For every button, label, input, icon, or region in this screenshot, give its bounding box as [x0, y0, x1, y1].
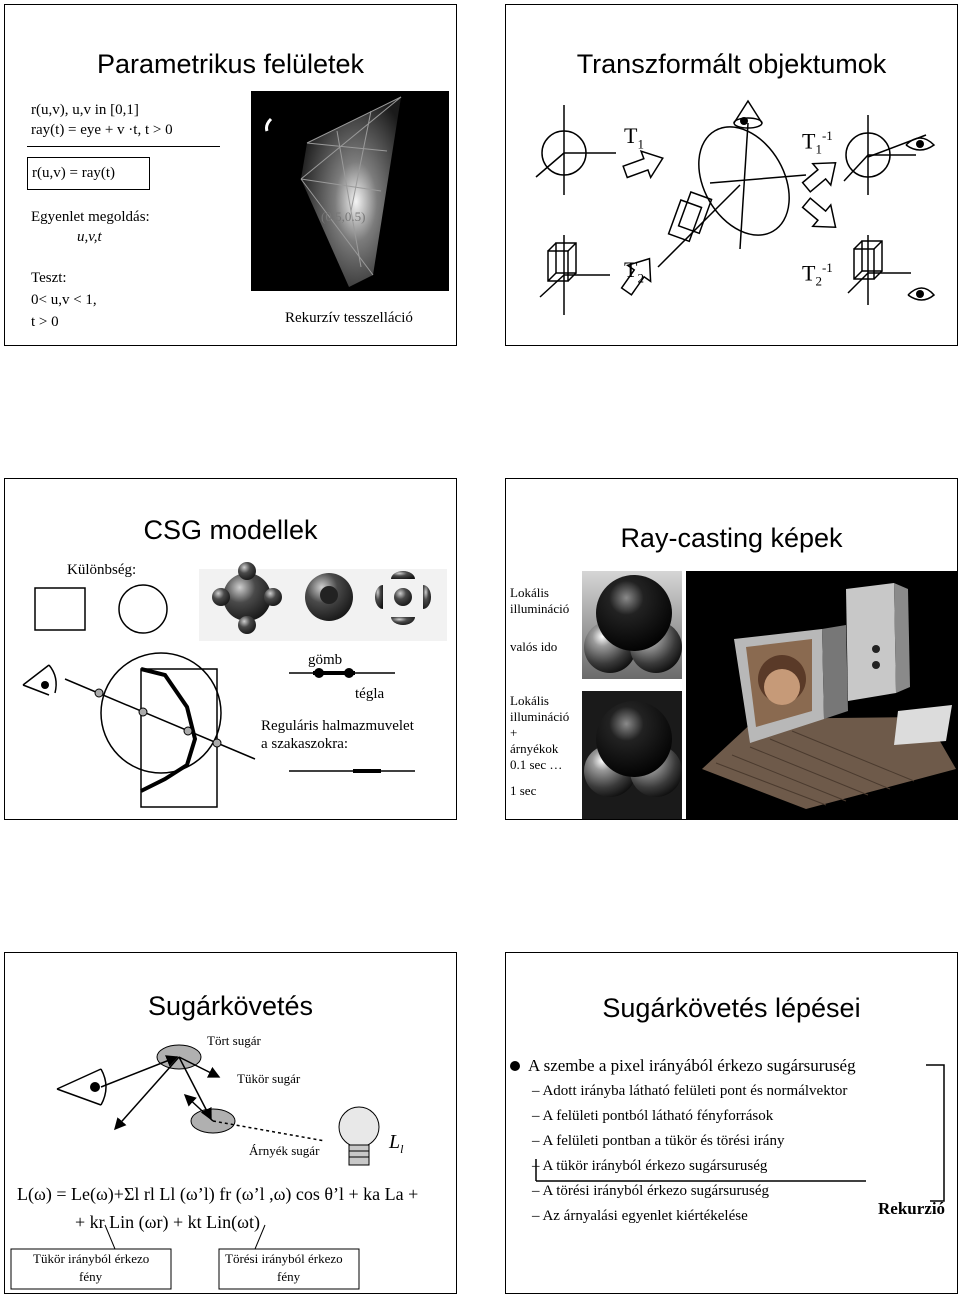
test-line-2: 0< u,v < 1, — [31, 292, 97, 308]
refracted-light-box-2: fény — [277, 1269, 301, 1284]
test-line-1: Teszt: — [31, 270, 67, 286]
mirror-ray-label: Tükör sugár — [237, 1071, 301, 1086]
recursion-bracket — [535, 1064, 945, 1202]
local-illum-1: Lokális — [510, 585, 549, 600]
shadow-line-2: illumináció — [510, 709, 570, 724]
rendering-equation-line-1: L(ω) = Le(ω)+Σl rl Ll (ω’l) fr (ω’l ,ω) … — [17, 1184, 419, 1204]
slide-transformed-objects: Transzformált objektumok — [505, 4, 958, 346]
realtime-label: valós ido — [510, 639, 558, 654]
tessellation-image: (0.5,0.5) — [251, 91, 449, 291]
mirror-light-box-1: Tükör irányból érkezo — [33, 1251, 150, 1266]
solve-line-1: Egyenlet megoldás: — [31, 209, 150, 225]
slide-title: Ray-casting képek — [620, 523, 843, 553]
slide-parametric-surfaces: Parametrikus felületek r(u,v), u,v in [0… — [4, 4, 457, 346]
shadow-line-1: Lokális — [510, 693, 549, 708]
main-bullet: A szembe a pixel irányából érkezo sugárs… — [510, 1055, 856, 1077]
csg-renders — [199, 562, 447, 641]
shadow-ray-label: Árnyék sugár — [249, 1143, 320, 1158]
list-item: – A felületi pontból látható fényforráso… — [532, 1108, 774, 1124]
steps-list: – Adott irányba látható felületi pont és… — [532, 1079, 847, 1229]
local-illum-2: illumináció — [510, 601, 570, 616]
slide-title: CSG modellek — [143, 515, 318, 545]
slide-ray-tracing-steps: Sugárkövetés lépései A szembe a pixel ir… — [505, 952, 958, 1294]
slide-title: Sugárkövetés — [147, 991, 314, 1021]
shadow-line-4: árnyékok — [510, 741, 559, 756]
difference-label: Különbség: — [67, 562, 137, 578]
divider — [27, 146, 220, 147]
slide-title: Transzformált objektumok — [576, 49, 887, 79]
csg-diagram — [22, 562, 447, 808]
refracted-ray-label: Tört sugár — [207, 1033, 261, 1048]
raycast-renders — [582, 571, 957, 819]
shadow-line-6: 1 sec — [510, 783, 537, 798]
image-caption: Rekurzív tesszelláció — [285, 310, 413, 326]
equation: r(u,v) = ray(t) — [32, 165, 116, 181]
regular-op-line-1: Reguláris halmazmuvelet — [261, 718, 414, 734]
shadow-line-5: 0.1 sec … — [510, 757, 563, 772]
sphere-label: gömb — [308, 652, 343, 668]
box-label: tégla — [355, 686, 385, 702]
light-bulb-icon — [338, 1106, 380, 1166]
list-item: – Az árnyalási egyenlet kiértékelése — [532, 1208, 748, 1224]
t2-inverse-label: T2-1 — [802, 260, 833, 289]
list-item: – A törési irányból érkezo sugársuruség — [532, 1183, 770, 1199]
list-item: – Adott irányba látható felületi pont és… — [532, 1083, 848, 1099]
equation-box: r(u,v) = ray(t) — [27, 157, 150, 190]
mirror-light-box-2: fény — [79, 1269, 103, 1284]
shadow-line-3: + — [510, 725, 518, 740]
regular-op-line-2: a szakaszokra: — [261, 736, 349, 752]
bullet-icon — [510, 1061, 520, 1071]
light-label: Ll — [389, 1131, 404, 1156]
ray-tracing-diagram — [10, 1044, 380, 1290]
slide-title: Parametrikus felületek — [96, 49, 365, 79]
main-bullet-text: A szembe a pixel irányából érkezo sugárs… — [528, 1056, 856, 1075]
solve-line-2: u,v,t — [77, 229, 102, 245]
param-line-2: ray(t) = eye + v ·t, t > 0 — [31, 122, 173, 138]
slide-title: Sugárkövetés lépései — [602, 993, 861, 1023]
slide-csg-models: CSG modellek Különbség: — [4, 478, 457, 820]
test-line-3: t > 0 — [31, 314, 59, 330]
refracted-light-box-1: Törési irányból érkezo — [225, 1251, 343, 1266]
t1-inverse-label: T1-1 — [802, 128, 833, 157]
param-line-1: r(u,v), u,v in [0,1] — [31, 102, 139, 118]
midpoint-label: (0.5,0.5) — [321, 209, 366, 224]
recursion-label: Rekurzió — [878, 1199, 946, 1218]
t1-label: T1 — [624, 123, 644, 152]
list-item: – A felületi pontban a tükör és törési i… — [532, 1133, 785, 1149]
rendering-equation-line-2: + kr Lin (ωr) + kt Lin(ωt) — [75, 1212, 260, 1232]
t2-label: T2 — [624, 257, 644, 286]
slide-ray-tracing: Sugárkövetés Tört sugár Tükör sugár Árny… — [4, 952, 457, 1294]
slide-raycasting-images: Ray-casting képek Lokális illumináció va… — [505, 478, 958, 820]
tessellated-patch-graphic — [265, 96, 402, 287]
transform-diagram — [535, 99, 936, 315]
